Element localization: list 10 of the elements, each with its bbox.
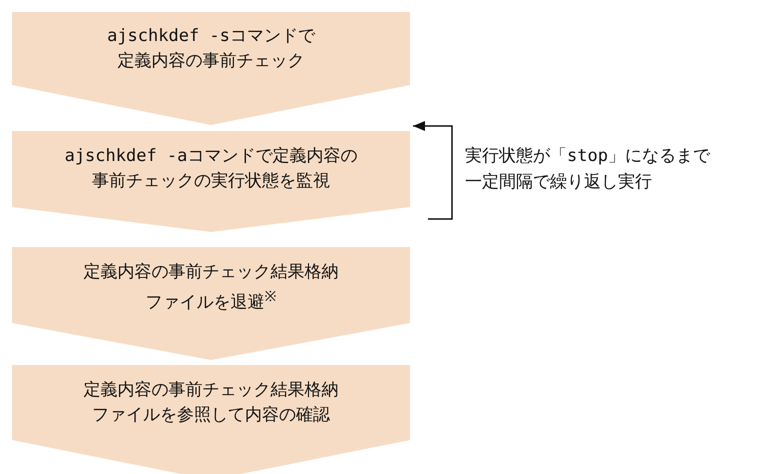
step-text: 定義内容の事前チェック結果格納ファイルを退避$^{※}$ bbox=[82, 261, 340, 315]
process-step bbox=[12, 12, 410, 125]
process-step bbox=[12, 247, 410, 360]
process-step bbox=[12, 131, 410, 232]
edge-label: 実行状態が「stop」になるまで一定間隔で繰り返し実行 bbox=[465, 145, 712, 194]
process-step bbox=[12, 365, 410, 474]
step-text: ajschkdef -aコマンドで定義内容の事前チェックの実行状態を監視 bbox=[64, 145, 358, 193]
loop-arrow bbox=[413, 121, 453, 220]
step-text: ajschkdef -sコマンドで定義内容の事前チェック bbox=[106, 24, 316, 72]
step-text: 定義内容の事前チェック結果格納ファイルを参照して内容の確認 bbox=[82, 378, 340, 426]
